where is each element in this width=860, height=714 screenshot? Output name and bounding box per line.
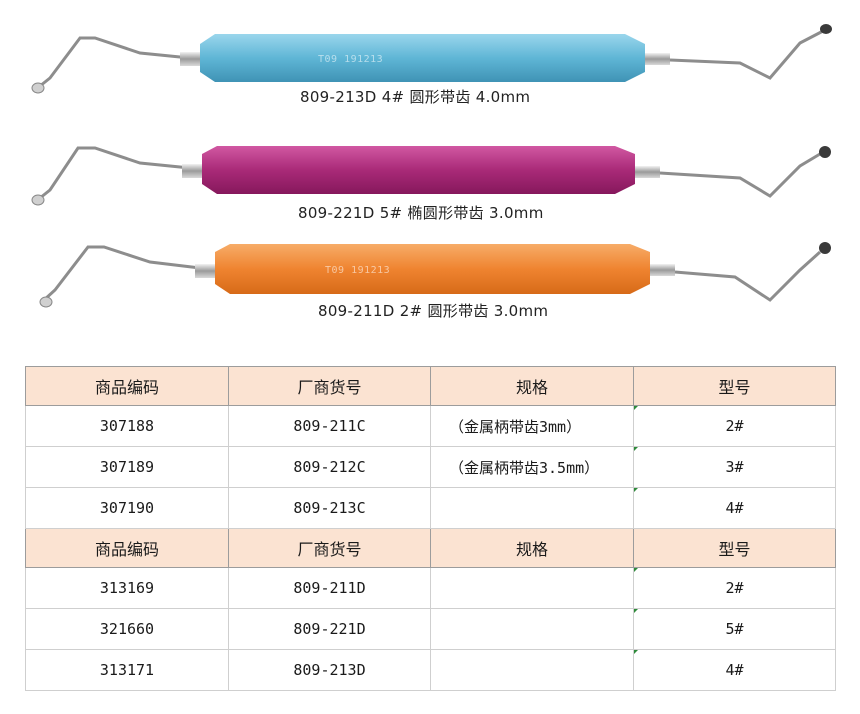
cell-spec	[430, 567, 634, 609]
header-spec: 规格	[430, 528, 634, 568]
header-model: 型号	[633, 528, 836, 568]
cell-mfr: 809-213D	[228, 649, 431, 691]
dental-instrument-icon	[31, 146, 831, 206]
instrument-image-1: T09 191213 809-213D 4# 圆形带齿 4.0mm	[0, 8, 860, 118]
header-mfr-code: 厂商货号	[228, 528, 431, 568]
cell-marker-icon	[634, 609, 638, 613]
header-model: 型号	[633, 366, 836, 406]
cell-marker-icon	[634, 568, 638, 572]
table-header-row: 商品编码 厂商货号 规格 型号	[25, 528, 836, 568]
product-spec-table: 商品编码 厂商货号 规格 型号 307188 809-211C （金属柄带齿3m…	[25, 366, 836, 691]
instrument-caption: 809-221D 5# 椭圆形带齿 3.0mm	[298, 204, 544, 222]
cell-code: 313169	[25, 567, 229, 609]
table-row: 313169 809-211D 2#	[25, 567, 836, 609]
header-product-code: 商品编码	[25, 366, 229, 406]
engraving-text: T09 191213	[325, 265, 391, 276]
cell-mfr: 809-212C	[228, 446, 431, 488]
dental-instrument-icon	[39, 242, 831, 308]
cell-code: 307188	[25, 405, 229, 447]
table-row: 313171 809-213D 4#	[25, 649, 836, 691]
header-spec: 规格	[430, 366, 634, 406]
cell-type: 3#	[633, 446, 836, 488]
cell-mfr: 809-221D	[228, 608, 431, 650]
table-header-row: 商品编码 厂商货号 规格 型号	[25, 366, 836, 406]
instrument-caption: 809-211D 2# 圆形带齿 3.0mm	[318, 302, 549, 320]
cell-spec	[430, 608, 634, 650]
dental-instrument-icon	[31, 24, 832, 94]
cell-marker-icon	[634, 650, 638, 654]
header-product-code: 商品编码	[25, 528, 229, 568]
cell-code: 307190	[25, 487, 229, 529]
cell-type: 2#	[633, 405, 836, 447]
cell-spec: （金属柄带齿3.5mm）	[430, 446, 634, 488]
table-row: 307188 809-211C （金属柄带齿3mm） 2#	[25, 405, 836, 447]
cell-mfr: 809-213C	[228, 487, 431, 529]
cell-type: 5#	[633, 608, 836, 650]
cell-code: 321660	[25, 608, 229, 650]
cell-marker-icon	[634, 447, 638, 451]
instrument-image-2: 809-221D 5# 椭圆形带齿 3.0mm	[0, 128, 860, 238]
instrument-image-3: T09 191213 809-211D 2# 圆形带齿 3.0mm	[0, 232, 860, 342]
table-row: 321660 809-221D 5#	[25, 608, 836, 650]
cell-spec	[430, 649, 634, 691]
cell-type: 4#	[633, 649, 836, 691]
header-mfr-code: 厂商货号	[228, 366, 431, 406]
cell-type: 4#	[633, 487, 836, 529]
instrument-caption: 809-213D 4# 圆形带齿 4.0mm	[300, 88, 531, 106]
cell-type: 2#	[633, 567, 836, 609]
table-row: 307190 809-213C 4#	[25, 487, 836, 529]
cell-spec	[430, 487, 634, 529]
cell-mfr: 809-211D	[228, 567, 431, 609]
table-row: 307189 809-212C （金属柄带齿3.5mm） 3#	[25, 446, 836, 488]
cell-mfr: 809-211C	[228, 405, 431, 447]
cell-code: 313171	[25, 649, 229, 691]
cell-spec: （金属柄带齿3mm）	[430, 405, 634, 447]
cell-marker-icon	[634, 488, 638, 492]
engraving-text: T09 191213	[318, 54, 384, 65]
cell-code: 307189	[25, 446, 229, 488]
cell-marker-icon	[634, 406, 638, 410]
